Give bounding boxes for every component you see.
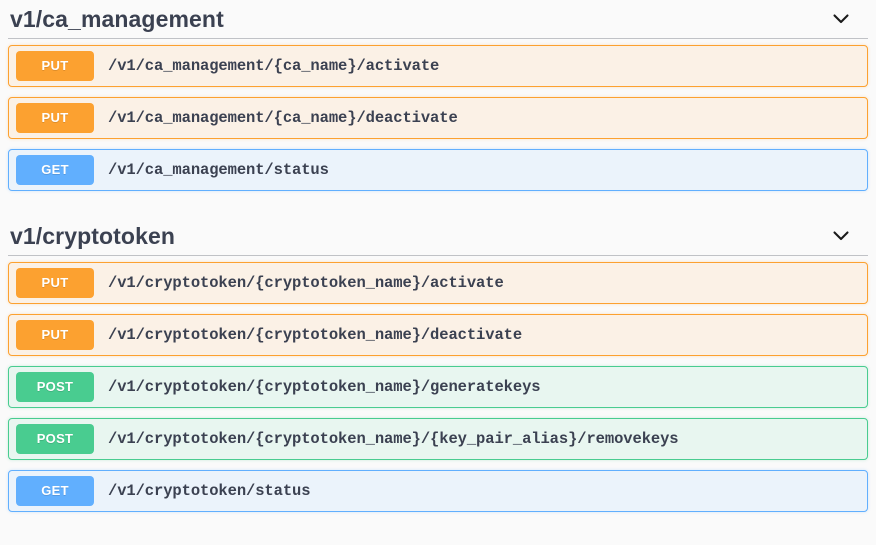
operation-path: /v1/cryptotoken/{cryptotoken_name}/{key_… — [108, 430, 679, 448]
tag-expand-button-cryptotoken[interactable] — [824, 223, 858, 249]
operation-path: /v1/cryptotoken/{cryptotoken_name}/gener… — [108, 378, 541, 396]
operation-path: /v1/ca_management/{ca_name}/deactivate — [108, 109, 458, 127]
operation-row[interactable]: POST /v1/cryptotoken/{cryptotoken_name}/… — [8, 418, 868, 460]
operation-path: /v1/cryptotoken/{cryptotoken_name}/activ… — [108, 274, 504, 292]
chevron-down-icon — [833, 231, 849, 241]
operation-row[interactable]: PUT /v1/ca_management/{ca_name}/deactiva… — [8, 97, 868, 139]
tag-header-ca-management[interactable]: v1/ca_management — [8, 0, 868, 39]
tag-section-cryptotoken: v1/cryptotoken PUT /v1/cryptotoken/{cryp… — [8, 217, 868, 512]
operation-row[interactable]: PUT /v1/cryptotoken/{cryptotoken_name}/d… — [8, 314, 868, 356]
http-method-badge: PUT — [16, 320, 94, 350]
section-spacer — [8, 201, 868, 217]
operation-row[interactable]: PUT /v1/cryptotoken/{cryptotoken_name}/a… — [8, 262, 868, 304]
operation-path: /v1/ca_management/{ca_name}/activate — [108, 57, 440, 75]
http-method-badge: PUT — [16, 268, 94, 298]
tag-expand-button-ca-management[interactable] — [824, 6, 858, 32]
tag-section-ca-management: v1/ca_management PUT /v1/ca_management/{… — [8, 0, 868, 191]
http-method-badge: POST — [16, 372, 94, 402]
http-method-badge: PUT — [16, 51, 94, 81]
operation-row[interactable]: POST /v1/cryptotoken/{cryptotoken_name}/… — [8, 366, 868, 408]
http-method-badge: GET — [16, 476, 94, 506]
operation-path: /v1/ca_management/status — [108, 161, 329, 179]
tag-header-cryptotoken[interactable]: v1/cryptotoken — [8, 217, 868, 256]
operation-path: /v1/cryptotoken/{cryptotoken_name}/deact… — [108, 326, 523, 344]
http-method-badge: PUT — [16, 103, 94, 133]
tag-title: v1/ca_management — [10, 6, 224, 32]
operation-path: /v1/cryptotoken/status — [108, 482, 311, 500]
http-method-badge: GET — [16, 155, 94, 185]
operation-row[interactable]: GET /v1/ca_management/status — [8, 149, 868, 191]
operation-row[interactable]: GET /v1/cryptotoken/status — [8, 470, 868, 512]
http-method-badge: POST — [16, 424, 94, 454]
operation-row[interactable]: PUT /v1/ca_management/{ca_name}/activate — [8, 45, 868, 87]
tag-title: v1/cryptotoken — [10, 223, 176, 249]
chevron-down-icon — [833, 14, 849, 24]
